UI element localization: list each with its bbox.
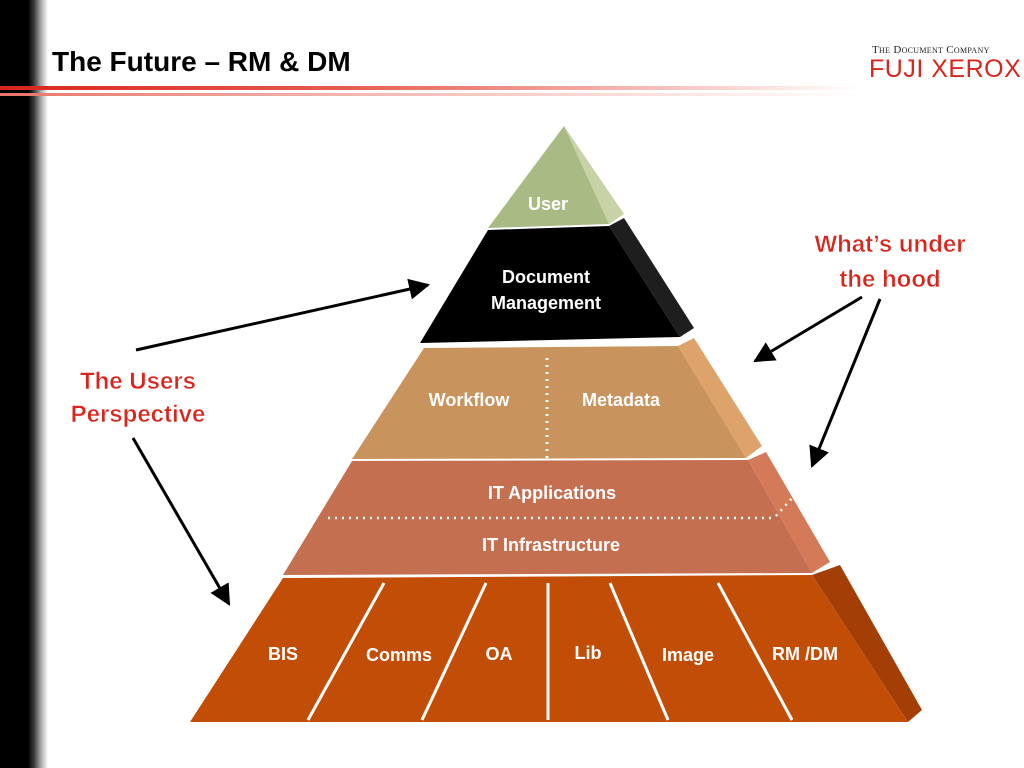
tier-base-side [812,565,922,722]
segment-oa: OA [486,644,513,664]
user-label: User [528,194,568,214]
tier-workflow-side [678,338,762,458]
segment-rm-dm: RM /DM [772,644,838,664]
tier-workflow-face [352,346,746,459]
tier-it-face [283,460,812,575]
hood-arrow-to-workflow [753,295,863,363]
metadata-label: Metadata [582,390,661,410]
it-applications-label: IT Applications [488,483,616,503]
tier-document-management: Document Management [420,218,694,343]
title-underline-secondary [0,93,860,96]
base-dividers [306,582,794,721]
tier-workflow-metadata: Workflow Metadata [352,338,762,459]
tier-user-face [488,126,609,228]
users-arrow-to-base [131,437,231,606]
document-management-label-line2: Management [491,293,601,313]
tier-it: IT Applications IT Infrastructure [283,452,830,575]
under-the-hood-label-line1: What’s under [814,231,965,258]
title-underline [0,86,860,90]
users-perspective-label-line2: Perspective [71,401,206,428]
callout-arrows [131,278,882,606]
tier-it-side [748,452,830,573]
base-divider-1 [306,582,386,721]
segment-lib: Lib [575,643,602,663]
segment-bis: BIS [268,644,298,664]
hood-arrow-to-it [809,298,882,468]
tier-dm-side [609,218,694,337]
tier-user-side [564,126,624,224]
slide-title: The Future – RM & DM [52,46,351,77]
workflow-label: Workflow [429,390,511,410]
base-divider-2 [420,582,488,721]
logo-wordmark: FUJI XEROX [869,55,1022,83]
segment-image: Image [662,645,714,665]
base-divider-4 [608,582,670,721]
base-divider-5 [716,582,794,721]
tier-dm-face [420,226,680,343]
it-dotted-separator-side [775,496,794,517]
document-management-label-line1: Document [502,267,590,287]
segment-comms: Comms [366,645,432,665]
users-perspective-label-line1: The Users [80,368,196,395]
under-the-hood-label-line2: the hood [839,266,940,293]
tier-base: BIS Comms OA Lib Image RM /DM [190,565,922,722]
tier-user: User [488,126,624,228]
logo-tagline: The Document Company [872,44,990,56]
it-infrastructure-label: IT Infrastructure [482,535,620,555]
users-arrow-to-dm [135,278,431,352]
left-edge-bar [0,0,48,768]
